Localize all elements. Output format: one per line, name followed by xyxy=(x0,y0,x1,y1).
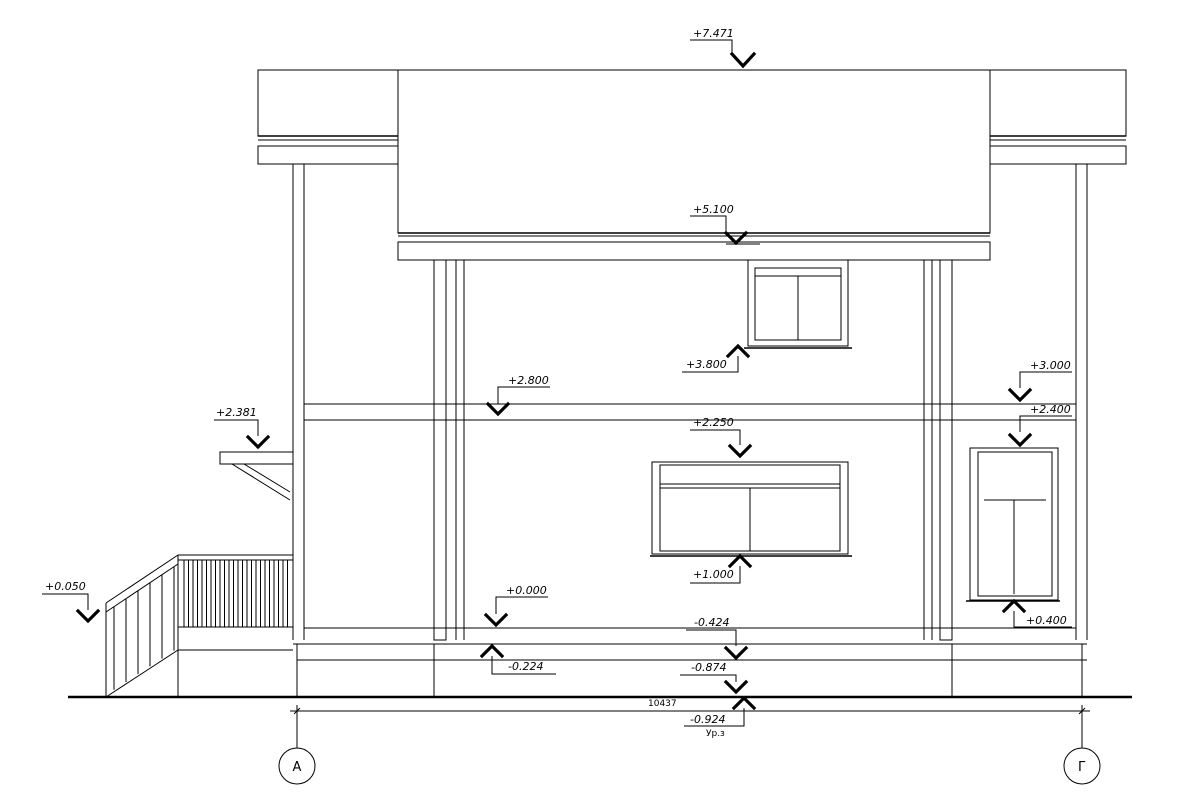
elevation-label: +3.000 xyxy=(1030,359,1071,372)
elevation-label: -0.874 xyxy=(691,661,726,674)
elevation-label: +1.000 xyxy=(693,568,734,581)
window-lower-wide xyxy=(650,461,852,557)
elevation-mark-floor1: +0.000 xyxy=(483,584,548,628)
elevation-mark-right-3000: +3.000 xyxy=(1007,359,1072,403)
elevation-mark-floor2: +2.800 xyxy=(485,374,550,417)
elevation-label: +0.400 xyxy=(1026,614,1067,627)
axis-g: Г xyxy=(1063,711,1101,785)
elevation-label: +5.100 xyxy=(693,203,734,216)
window-upper xyxy=(744,259,852,349)
axis-a-label: А xyxy=(293,760,302,775)
elevation-label: +2.400 xyxy=(1030,403,1071,416)
elevation-label: -0.224 xyxy=(508,660,543,673)
elevation-mark-ground: -0.924 Ур.з xyxy=(684,695,757,739)
entry-canopy xyxy=(219,451,294,501)
window-right-tall xyxy=(966,447,1060,602)
elevation-mark-window1-head: +2.250 xyxy=(690,416,753,459)
elevation-mark-window1-sill: +1.000 xyxy=(690,553,753,584)
overall-dimension-value: 10437 xyxy=(648,699,677,709)
elevation-mark-base-0424: -0.424 xyxy=(686,616,749,661)
elevation-label: +2.381 xyxy=(216,406,257,419)
elevation-label: +0.000 xyxy=(506,584,547,597)
axis-g-label: Г xyxy=(1078,760,1086,775)
porch-stair xyxy=(105,554,293,698)
axis-a: А xyxy=(278,711,316,785)
elevation-label: -0.924 xyxy=(690,713,725,726)
elevation-label: +2.800 xyxy=(508,374,549,387)
elevation-mark-canopy: +2.381 xyxy=(214,406,271,450)
elevation-mark-right-2400: +2.400 xyxy=(1007,403,1072,448)
roof xyxy=(257,69,1127,261)
elevation-mark-roof-top: +7.471 xyxy=(690,27,757,69)
elevation-label: -0.424 xyxy=(694,616,729,629)
elevation-mark-porch: +0.050 xyxy=(42,580,101,624)
elevation-mark-base-0874: -0.874 xyxy=(680,661,749,695)
elevation-mark-right-0400: +0.400 xyxy=(1001,598,1072,628)
elevation-mark-window2-sill: +3.800 xyxy=(682,343,751,373)
elevation-mark-eave: +5.100 xyxy=(690,203,760,246)
elevation-mark-base-0224: -0.224 xyxy=(479,643,556,675)
elevation-label: +3.800 xyxy=(686,358,727,371)
ground-note: Ур.з xyxy=(706,729,725,739)
walls xyxy=(292,164,1088,697)
elevation-label: +7.471 xyxy=(693,27,734,40)
elevation-label: +0.050 xyxy=(45,580,86,593)
elevation-label: +2.250 xyxy=(693,416,734,429)
